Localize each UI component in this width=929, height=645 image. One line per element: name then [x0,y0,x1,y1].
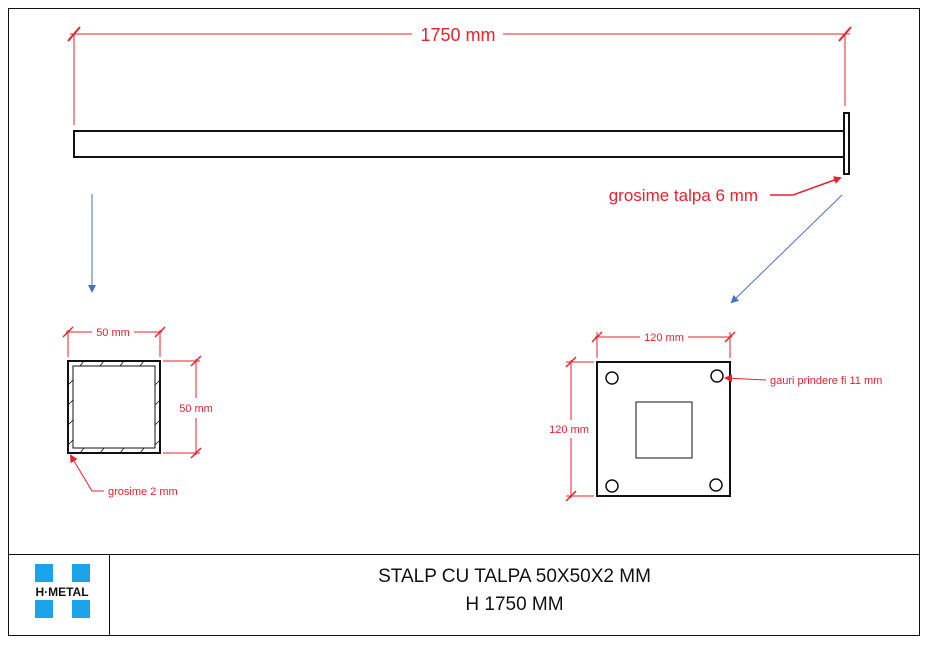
base-thickness-label: grosime talpa 6 mm [609,186,758,205]
mounting-hole [709,478,723,492]
length-dimension: 1750 mm [67,25,852,125]
mounting-hole [605,479,619,493]
section-arrow-plate [730,194,843,304]
drawing-frame [8,8,920,636]
mounting-hole [605,371,619,385]
h-metal-logo: H·METAL [35,564,90,618]
tube-cross-section [67,360,161,454]
tube-width-label: 50 mm [96,327,130,339]
tube-footprint [635,401,693,459]
wall-thickness-callout: grosime 2 mm [69,454,178,498]
drawing-title: STALP CU TALPA 50X50X2 MM [378,566,651,587]
holes-callout: gauri prindere fi 11 mm [724,374,882,387]
post-tube [73,130,845,158]
plate-width-dimension: 120 mm [591,331,736,358]
mounting-hole [710,369,724,383]
tube-height-dimension: 50 mm [163,355,213,459]
plate-height-label: 120 mm [549,424,589,436]
base-plate-top-view [596,361,731,497]
tube-height-label: 50 mm [179,403,213,415]
tube-inner [72,365,156,449]
drawing-subtitle: H 1750 MM [465,594,564,615]
logo-square [72,600,90,618]
logo-square [72,564,90,582]
logo-square [35,564,53,582]
plate-height-dimension: 120 mm [549,356,594,502]
logo-text: H·METAL [35,585,88,599]
length-label: 1750 mm [420,25,495,45]
base-thickness-callout: grosime talpa 6 mm [609,176,842,205]
logo-square [35,600,53,618]
wall-thickness-label: grosime 2 mm [108,486,178,498]
holes-label: gauri prindere fi 11 mm [770,375,882,387]
tube-width-dimension: 50 mm [62,326,166,357]
post-side-view [73,112,850,175]
base-plate-side [843,112,850,175]
plate-width-label: 120 mm [644,332,684,344]
